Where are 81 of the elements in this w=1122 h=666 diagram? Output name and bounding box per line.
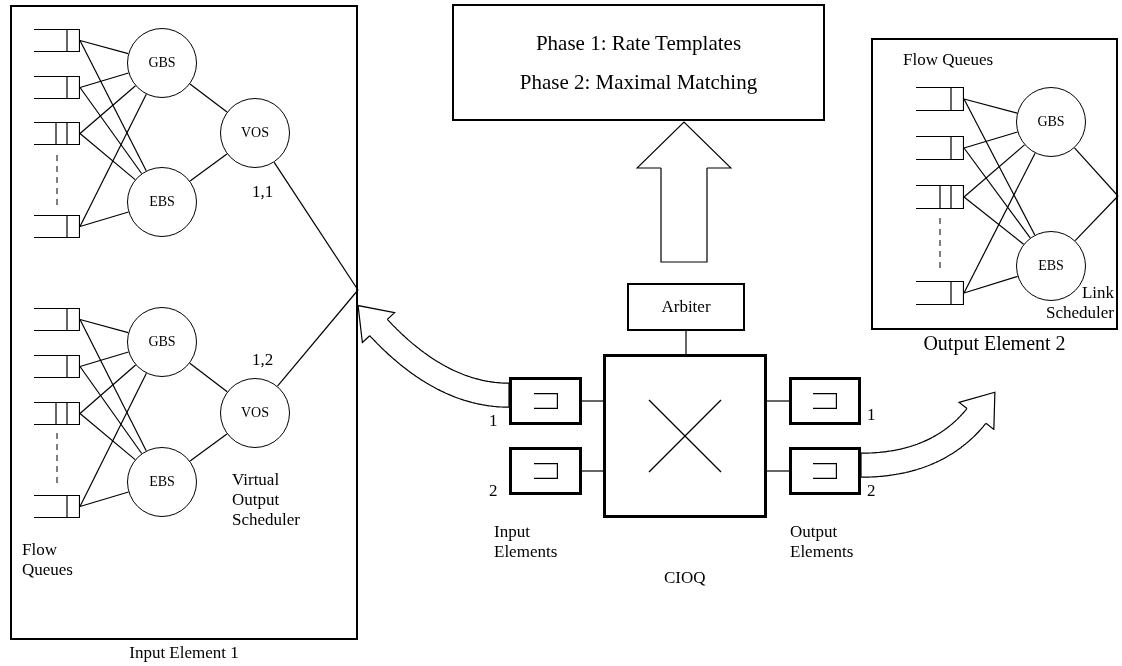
connector-line (581, 400, 604, 402)
connector-line (963, 275, 1019, 294)
scheduler-index: 1,2 (252, 350, 274, 370)
text-box (627, 283, 745, 331)
queue-shape (34, 308, 80, 331)
connector-line (963, 152, 1036, 294)
queue-shape (916, 185, 964, 209)
switch-label: CIOQ (664, 568, 706, 588)
scheduler-circle (127, 28, 197, 98)
connector-line (189, 362, 228, 393)
port-number: 2 (867, 481, 876, 501)
connector-line (963, 144, 1026, 198)
box-text: Phase 1: Rate Templates (535, 30, 742, 56)
connector-line (79, 412, 136, 461)
connector-line (276, 289, 359, 387)
scheduler-name: GBS (148, 334, 176, 350)
scheduler-circle (127, 447, 197, 517)
port-number: 1 (489, 411, 498, 431)
scheduler-circle (127, 307, 197, 377)
scheduler-name: VOS (241, 125, 269, 141)
scheduler-name: GBS (1037, 114, 1065, 130)
connector-line (1073, 147, 1119, 197)
queue-shape (34, 215, 80, 238)
connector-line (189, 153, 228, 182)
connector-line (79, 72, 130, 89)
scheduler-label: Link Scheduler (1045, 283, 1114, 323)
queue-group-label: Flow Queues (903, 50, 995, 70)
element-group-label: Input Elements (494, 522, 559, 562)
connector-line (79, 132, 136, 181)
connector-line (79, 85, 137, 135)
queue-shape (34, 122, 80, 145)
connector-line (189, 433, 228, 462)
buffer-box (509, 377, 582, 425)
connector-line (79, 318, 129, 334)
element-group-label: Output Elements (790, 522, 855, 562)
switch-fabric-box (603, 354, 767, 518)
port-number: 2 (489, 481, 498, 501)
scheduler-name: EBS (1038, 258, 1064, 274)
connector-line (1074, 195, 1119, 242)
connector-line (963, 147, 1031, 239)
scheduler-label: Virtual Output Scheduler (232, 470, 301, 530)
queue-shape (34, 76, 80, 99)
box-text: Arbiter (661, 297, 711, 317)
buffer-box (789, 377, 861, 425)
connector-line (79, 365, 143, 455)
queue-shape (34, 355, 80, 378)
text-box (452, 4, 825, 121)
scheduler-circle (127, 167, 197, 237)
scheduler-name: VOS (241, 405, 269, 421)
panel-title: Output Element 2 (922, 332, 1067, 354)
queue-shape (34, 402, 80, 425)
queue-group-label: Flow Queues (22, 540, 74, 580)
connector-line (79, 39, 129, 55)
connector-line (963, 131, 1019, 149)
queue-shape (34, 495, 80, 518)
queue-shape (916, 87, 964, 111)
connector-line (79, 491, 130, 508)
connector-line (766, 400, 790, 402)
connector-line (79, 364, 137, 415)
queue-shape (916, 136, 964, 160)
port-number: 1 (867, 405, 876, 425)
connector-line (79, 86, 143, 175)
connector-line (581, 470, 604, 472)
buffer-box (789, 447, 861, 495)
connector-line (963, 98, 1018, 114)
connector-line (963, 98, 1036, 236)
connector-line (79, 351, 130, 368)
buffer-box (509, 447, 582, 495)
connector-line (685, 330, 687, 355)
connector-line (79, 211, 130, 228)
connector-line (766, 470, 790, 472)
connector-line (189, 83, 228, 113)
scheduler-name: EBS (149, 194, 175, 210)
queue-shape (34, 29, 80, 52)
panel-title: Input Element 1 (128, 642, 240, 664)
scheduler-index: 1,1 (252, 182, 274, 202)
connector-line (963, 196, 1025, 245)
scheduler-name: GBS (148, 55, 176, 71)
scheduler-name: EBS (149, 474, 175, 490)
queue-shape (916, 281, 964, 305)
box-text: Phase 2: Maximal Matching (519, 69, 758, 95)
